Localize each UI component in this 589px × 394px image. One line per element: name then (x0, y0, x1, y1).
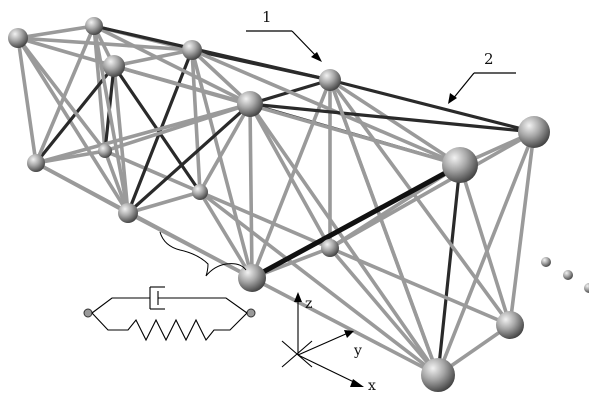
strut-A5-A6 (103, 149, 130, 215)
node-sphere-icon (192, 184, 208, 200)
node-sphere-icon (98, 144, 112, 158)
node-sphere-icon (118, 203, 138, 223)
strut-A2-A5 (92, 24, 107, 153)
strut-B3-C3 (198, 190, 332, 250)
strut-C3-D2 (328, 246, 512, 327)
strut-B4-C4 (250, 276, 440, 377)
axis-label-x: x (368, 378, 376, 394)
strut-C3-D1 (328, 130, 536, 250)
node-sphere-icon (518, 116, 550, 148)
strut-C1-C4 (328, 78, 440, 377)
spring-node-left-icon (83, 308, 93, 318)
strut-A2-C1 (92, 24, 332, 82)
dashpot-icon (91, 286, 248, 314)
node-sphere-icon (85, 17, 103, 35)
strut-A1-A6 (16, 36, 130, 215)
label-1: 1 (262, 8, 272, 26)
strut-B2-C3 (248, 102, 332, 250)
strut-B2-B4 (248, 102, 254, 280)
strut-C1-D2 (328, 78, 512, 327)
pointer-2: 2 (448, 50, 516, 104)
strut-A3-B1 (112, 48, 194, 68)
node-sphere-icon (103, 55, 125, 77)
strut-C1-C2 (328, 78, 462, 167)
strut-C2-D2 (458, 163, 512, 327)
strut-C2-C4 (436, 163, 462, 377)
strut-A1-A4 (16, 36, 38, 165)
axis-label-z: z (305, 296, 312, 312)
node-sphere-icon (8, 28, 28, 48)
strut-B2-A4 (34, 102, 252, 165)
strut-B2-D1 (248, 102, 536, 134)
spring-node-right-icon (246, 308, 256, 318)
strut-D1-D2 (508, 130, 536, 327)
strut-A2-B2 (92, 24, 252, 106)
node-sphere-icon (321, 239, 339, 257)
truss-nodes (8, 17, 550, 392)
strut-B3-B4 (198, 190, 254, 280)
continuation-dots-icon (541, 257, 589, 293)
strut-A6-B2 (126, 102, 252, 215)
strut-B3-C4 (198, 190, 440, 377)
strut-A5-B3 (103, 149, 202, 194)
node-sphere-icon (238, 264, 266, 292)
strut-highlighted (250, 162, 462, 281)
strut-A2-A4 (34, 24, 96, 165)
node-sphere-icon (237, 91, 263, 117)
brace-icon (159, 231, 247, 277)
strut-C3-C4 (328, 246, 440, 377)
strut-A3-C2 (112, 64, 462, 167)
node-sphere-icon (496, 311, 524, 339)
strut-A1-B1 (16, 36, 194, 52)
strut-B1-B2 (190, 48, 252, 106)
node-sphere-icon (421, 358, 455, 392)
strut-A1-A2 (16, 24, 96, 40)
pointer-1: 1 (246, 8, 322, 62)
node-sphere-icon (319, 69, 341, 91)
truss-struts (16, 24, 536, 377)
strut-D1-C4 (436, 130, 536, 377)
spring-damper-element (83, 286, 256, 342)
axis-label-y: y (353, 343, 362, 359)
strut-B4-C1 (250, 78, 332, 280)
strut-A2-A6 (92, 24, 130, 215)
coordinate-axes: z y x (281, 292, 376, 394)
strut-A4-B4 (34, 161, 254, 280)
node-sphere-icon (442, 147, 478, 183)
strut-B1-B4 (190, 48, 254, 280)
node-sphere-icon (182, 40, 202, 60)
node-sphere-icon (27, 154, 45, 172)
strut-C1-D1 (328, 78, 536, 134)
strut-B1-C2 (190, 48, 462, 167)
label-2: 2 (484, 50, 494, 68)
strut-B2-B3 (198, 102, 252, 194)
strut-B1-B3 (190, 48, 202, 194)
strut-A6-B3 (126, 190, 202, 215)
strut-A1-A5 (16, 36, 107, 153)
spring-icon (91, 312, 248, 342)
